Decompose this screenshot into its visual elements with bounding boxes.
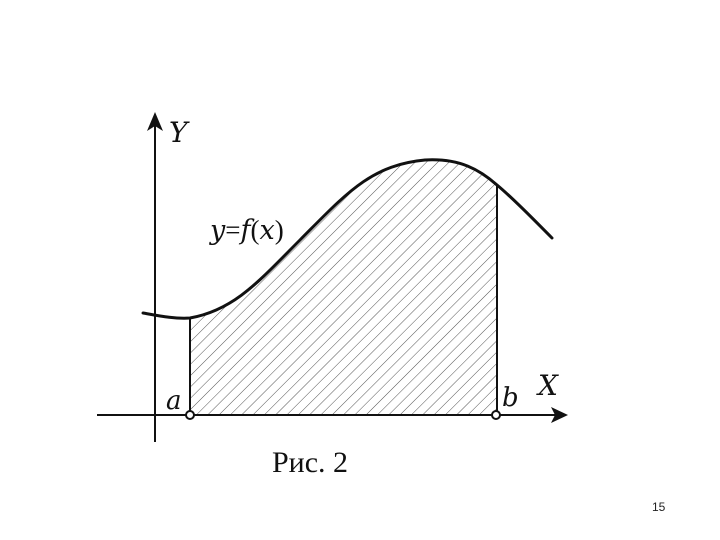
- function-label-close-paren: ): [275, 215, 284, 245]
- hatched-area: [190, 159, 497, 415]
- function-label: y=f(x): [209, 215, 284, 246]
- point-a-marker: [185, 410, 195, 420]
- x-axis-label: X: [536, 369, 559, 402]
- function-curve: [141, 158, 554, 320]
- y-axis-arrowhead: [147, 112, 163, 131]
- point-b-label: b: [502, 383, 519, 413]
- x-axis-arrowhead: [551, 407, 568, 423]
- function-label-open-paren: (: [251, 215, 260, 245]
- y-axis-label: Y: [169, 116, 190, 149]
- page-number: 15: [652, 500, 666, 514]
- figure-caption: Рис. 2: [272, 446, 349, 479]
- function-label-equals: =: [225, 215, 240, 245]
- function-label-x: x: [260, 215, 275, 246]
- point-b-marker: [491, 410, 501, 420]
- function-label-y: y: [209, 215, 226, 246]
- point-a-label: a: [166, 386, 182, 416]
